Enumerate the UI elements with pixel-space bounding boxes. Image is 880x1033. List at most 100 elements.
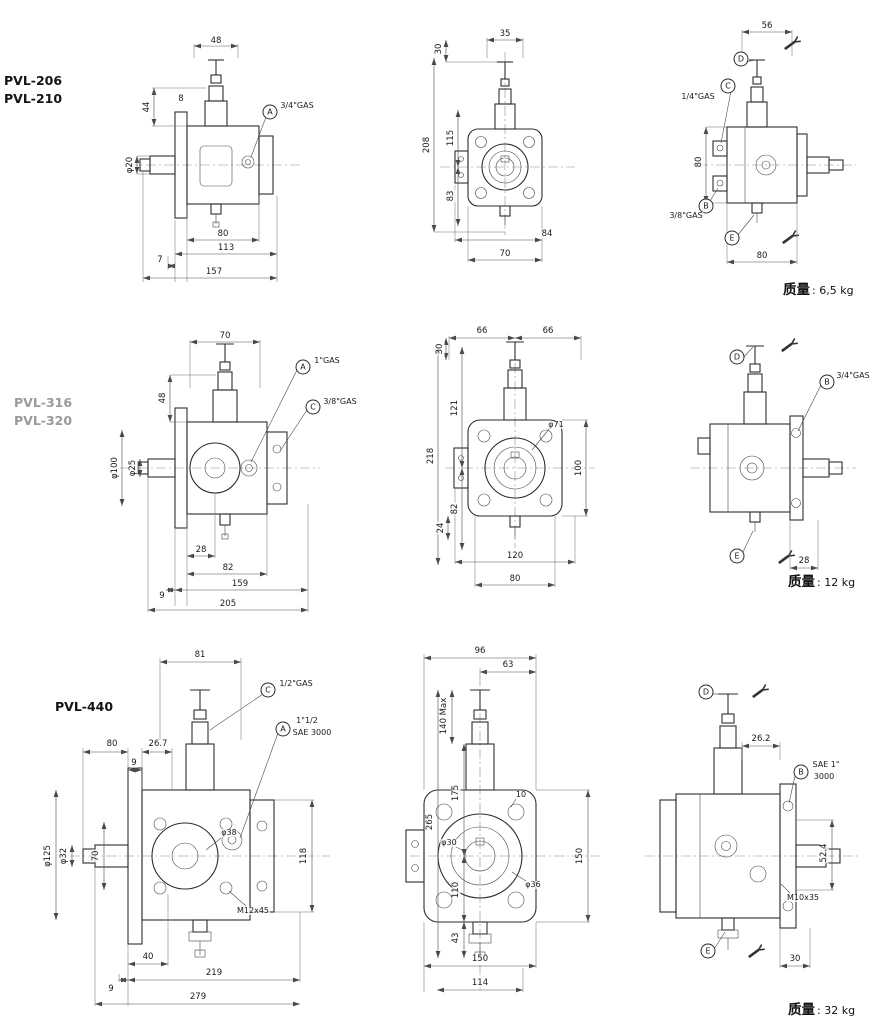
dim-label: 100 <box>573 458 584 478</box>
weight-row2: 质量: 12 kg <box>788 570 855 590</box>
dim-label: 48 <box>157 391 168 405</box>
dim-label: 9 <box>130 757 138 768</box>
dim-label: 9 <box>107 983 115 994</box>
dim-label: φ20 <box>124 155 135 175</box>
dim-label: 30 <box>433 42 444 56</box>
dim-label: 140 Max <box>438 696 449 736</box>
port-label: 1/2"GAS <box>278 679 314 688</box>
port-label: 3000 <box>812 772 836 781</box>
thread-label: M10x35 <box>786 893 820 902</box>
callout-e: E <box>724 230 740 246</box>
view-pvl316-rear <box>690 335 856 571</box>
dim-label: 40 <box>141 951 155 962</box>
port-label: 1"GAS <box>313 356 341 365</box>
dim-label: 82 <box>221 562 235 573</box>
dim-label: 26.7 <box>147 738 169 749</box>
model-label-pvl206-210: PVL-206 PVL-210 <box>4 72 62 107</box>
dim-label: 28 <box>797 555 811 566</box>
dim-label: 56 <box>760 20 774 31</box>
view-pvl440-side <box>53 658 330 1007</box>
dim-label: 80 <box>693 155 704 169</box>
dim-label: 52.4 <box>818 842 829 864</box>
dim-label: 43 <box>450 931 461 945</box>
weight-label: 质量 <box>783 282 810 298</box>
callout-c: C <box>720 78 736 94</box>
view-pvl316-front <box>435 335 595 588</box>
port-label: 3/8"GAS <box>322 397 358 406</box>
weight-row3: 质量: 32 kg <box>788 998 855 1018</box>
dim-label: 44 <box>141 100 152 114</box>
model-line: PVL-320 <box>14 412 73 428</box>
diameter-label: φ71 <box>547 420 565 429</box>
dim-label: 121 <box>449 398 460 418</box>
callout-d: D <box>729 349 745 365</box>
callout-e: E <box>700 943 716 959</box>
dim-label: 150 <box>574 846 585 866</box>
dim-label: 84 <box>540 228 554 239</box>
dim-label: 115 <box>445 128 456 148</box>
callout-a: A <box>262 104 278 120</box>
dim-label: 82 <box>449 502 460 516</box>
dim-label: 80 <box>755 250 769 261</box>
dim-label: φ125 <box>42 844 53 868</box>
dim-label: φ32 <box>58 846 69 866</box>
dim-label: 175 <box>450 783 461 803</box>
view-pvl206-side <box>128 43 300 282</box>
callout-c: C <box>305 399 321 415</box>
dim-label: 113 <box>216 242 236 253</box>
dim-label: 114 <box>470 977 490 988</box>
dim-label: 208 <box>421 135 432 155</box>
view-pvl440-rear <box>645 681 858 969</box>
dim-label: 8 <box>177 93 185 104</box>
dim-label: 7 <box>156 254 164 265</box>
port-label: 3/4"GAS <box>835 371 871 380</box>
dim-label: 30 <box>788 953 802 964</box>
weight-value: : 12 kg <box>817 576 856 589</box>
view-pvl316-side <box>119 339 320 613</box>
dim-label: 66 <box>541 325 555 336</box>
dim-label: 118 <box>298 846 309 866</box>
weight-value: : 32 kg <box>817 1004 856 1017</box>
model-line: PVL-440 <box>55 699 114 714</box>
model-line: PVL-210 <box>4 90 63 106</box>
dim-label: 265 <box>424 812 435 832</box>
weight-row1: 质量: 6,5 kg <box>783 278 854 298</box>
callout-d: D <box>733 51 749 67</box>
callout-d: D <box>698 684 714 700</box>
model-label-pvl440: PVL-440 <box>55 698 113 716</box>
diameter-label: φ30 <box>440 838 458 847</box>
dim-label: 70 <box>90 849 101 863</box>
dim-label: 80 <box>216 228 230 239</box>
dim-label: 30 <box>434 342 445 356</box>
dim-label: 35 <box>498 28 512 39</box>
dim-label: 48 <box>209 35 223 46</box>
thread-label: M12x45 <box>236 906 270 915</box>
model-label-pvl316-320: PVL-316 PVL-320 <box>14 394 72 429</box>
port-label: SAE 3000 <box>291 728 333 737</box>
dim-label: 80 <box>508 573 522 584</box>
dim-label: 9 <box>158 590 166 601</box>
callout-b: B <box>793 764 809 780</box>
dim-label: 80 <box>105 738 119 749</box>
port-label: 3/8"GAS <box>668 211 704 220</box>
dim-label: 205 <box>218 598 238 609</box>
dim-label: 10 <box>514 790 528 799</box>
dim-label: 24 <box>435 521 446 535</box>
dim-label: 28 <box>194 544 208 555</box>
dim-label: 218 <box>425 446 436 466</box>
callout-c: C <box>260 682 276 698</box>
view-pvl206-rear <box>698 29 856 265</box>
dim-label: 219 <box>204 967 224 978</box>
model-line: PVL-206 <box>4 73 63 88</box>
dim-label: 150 <box>470 953 490 964</box>
dim-label: φ100 <box>109 456 120 480</box>
view-pvl440-front <box>405 654 600 993</box>
dim-label: φ25 <box>127 458 138 478</box>
callout-b: B <box>819 374 835 390</box>
callout-a: A <box>275 721 291 737</box>
weight-value: : 6,5 kg <box>812 284 854 297</box>
port-label: 1"1/2 <box>295 716 319 725</box>
port-label: 1/4"GAS <box>680 92 716 101</box>
